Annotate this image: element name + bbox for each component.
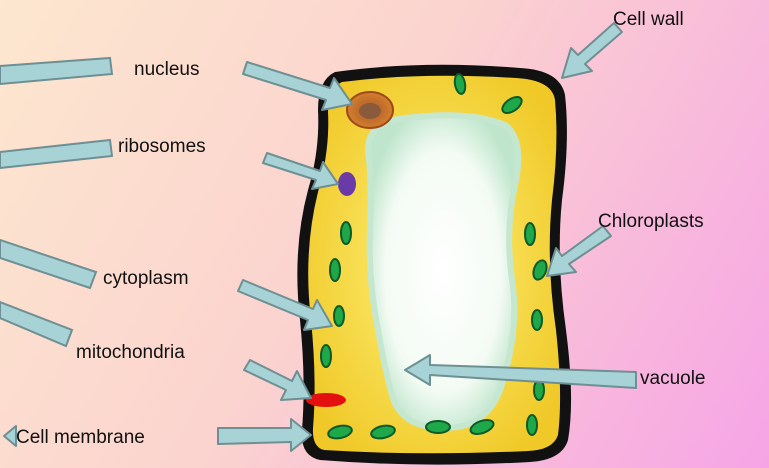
- left-bar: [0, 240, 96, 288]
- left-edge-bars: [0, 58, 112, 346]
- mitochondria-arrow: [244, 360, 311, 400]
- chloroplast: [330, 259, 340, 281]
- vacuole: [368, 115, 518, 428]
- label-ribosomes: ribosomes: [118, 136, 206, 157]
- cell-membrane-left-arrow: [4, 426, 16, 446]
- chloroplast: [527, 415, 537, 435]
- label-cytoplasm: cytoplasm: [103, 268, 189, 289]
- mitochondria: [306, 393, 346, 407]
- label-vacuole: vacuole: [640, 368, 706, 389]
- chloroplast: [334, 306, 344, 326]
- chloroplast: [525, 223, 535, 245]
- left-bar: [0, 58, 112, 84]
- left-bar: [0, 302, 72, 346]
- chloroplast: [426, 421, 450, 433]
- nucleolus: [359, 103, 381, 119]
- label-cell-wall: Cell wall: [613, 9, 684, 30]
- chloroplast: [341, 222, 351, 244]
- chloroplast: [532, 310, 542, 330]
- label-mitochondria: mitochondria: [76, 342, 185, 363]
- label-nucleus: nucleus: [134, 59, 200, 80]
- left-bar: [0, 140, 112, 168]
- cell-membrane-arrow: [218, 419, 311, 451]
- cell-wall-arrow: [562, 23, 622, 78]
- nucleus-arrow: [243, 62, 352, 110]
- label-cell-membrane: Cell membrane: [16, 427, 145, 448]
- chloroplast: [321, 345, 331, 367]
- label-chloroplasts: Chloroplasts: [598, 211, 704, 232]
- ribosome: [338, 172, 356, 196]
